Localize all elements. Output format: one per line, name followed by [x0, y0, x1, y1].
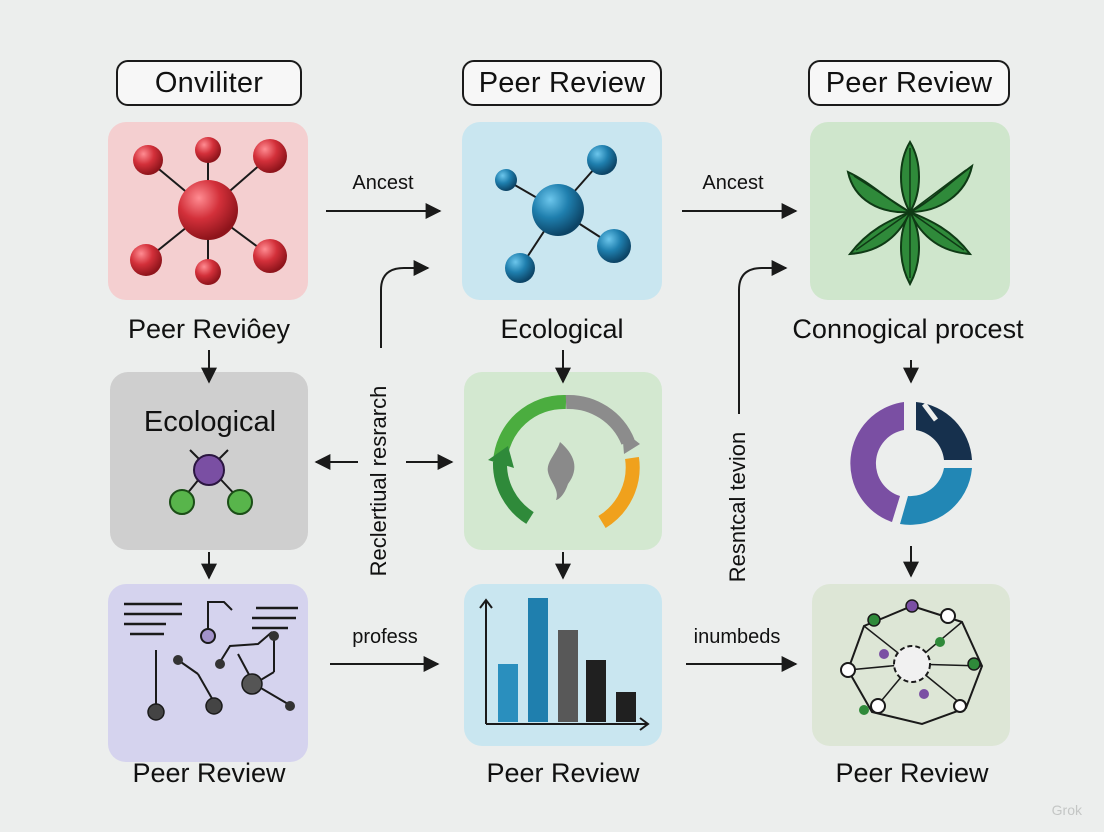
- node-r2c1: Ecological: [110, 372, 308, 550]
- bar-chart-icon: [479, 598, 650, 731]
- node-r2c3: [812, 372, 1010, 550]
- label-r1c2: Ecological: [500, 314, 624, 344]
- node-r3c2: [464, 584, 662, 746]
- watermark: Grok: [1051, 802, 1082, 818]
- header-col3: Peer Review: [808, 60, 1010, 106]
- node-r2c2: [464, 372, 662, 550]
- header-col2: Peer Review: [462, 60, 662, 106]
- edge-label-bottom-left: profess: [352, 626, 418, 648]
- label-r3c2: Peer Review: [486, 758, 640, 788]
- label-r3c1: Peer Review: [132, 758, 286, 788]
- label-r1c1: Peer Reviôey: [127, 314, 291, 344]
- network-ring-icon: [840, 599, 984, 726]
- node-r2c1-title: Ecological: [143, 406, 277, 438]
- header-col1: Onviliter: [116, 60, 302, 106]
- label-r1c3: Connogical procest: [792, 314, 1024, 344]
- molecule-blue-icon: [495, 145, 631, 283]
- donut-chart-icon: [850, 402, 972, 525]
- arrow-right-up-to-r1c3: [738, 260, 788, 414]
- tree-nodes-icon: [169, 449, 253, 515]
- node-r1c3: [810, 122, 1010, 300]
- network-text-icon: [124, 601, 298, 721]
- leaves-icon: [846, 140, 974, 287]
- arrow-left-up-to-r1c2: [380, 260, 430, 348]
- label-r3c3: Peer Review: [835, 758, 989, 788]
- cycle-icon: [488, 394, 640, 528]
- node-r3c3: [812, 584, 1010, 746]
- molecule-red-icon: [130, 137, 287, 285]
- edge-label-top-left: Ancest: [352, 172, 414, 194]
- edge-label-bottom-right: inumbeds: [693, 626, 781, 648]
- node-r1c1: [108, 122, 308, 300]
- node-r1c2: [462, 122, 662, 300]
- node-r3c1: [108, 584, 308, 762]
- edge-label-top-right: Ancest: [702, 172, 764, 194]
